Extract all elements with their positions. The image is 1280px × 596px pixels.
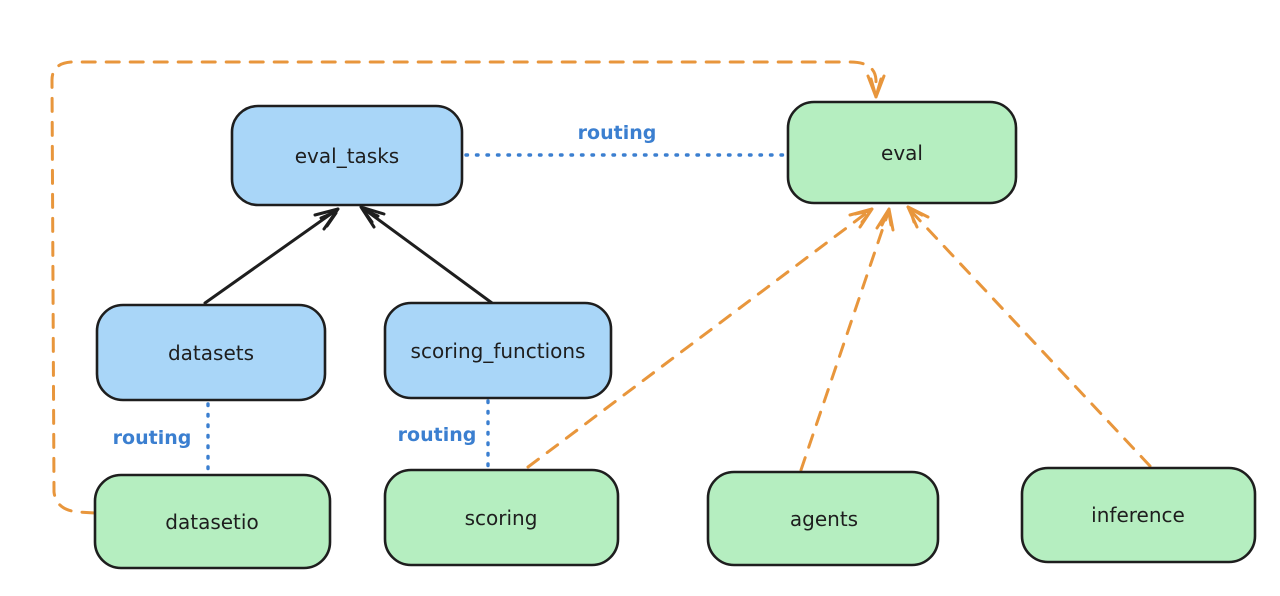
dashed-arrow-agents-to-eval — [799, 211, 890, 472]
arrow-scoring-functions-to-eval-tasks — [362, 207, 494, 305]
node-agents-label: agents — [790, 507, 858, 531]
node-datasets-label: datasets — [168, 341, 254, 365]
node-datasetio: datasetio — [93, 473, 332, 570]
node-scoring-functions: scoring_functions — [383, 301, 613, 400]
node-scoring: scoring — [383, 468, 620, 567]
dashed-arrow-agents-to-eval-arrowhead — [875, 207, 895, 232]
node-scoring-box — [383, 468, 620, 567]
nodes-layer: eval_tasks eval datasets scoring_functio… — [93, 100, 1257, 570]
node-scoring-functions-box — [383, 301, 613, 400]
node-scoring-label: scoring — [465, 506, 538, 530]
node-datasetio-label: datasetio — [165, 510, 258, 534]
arrow-datasets-to-eval-tasks-arrowhead — [313, 207, 340, 231]
node-eval-tasks: eval_tasks — [230, 104, 464, 207]
routing-label-datasets-datasetio: routing — [113, 427, 192, 449]
node-eval-box — [786, 100, 1018, 205]
node-eval-tasks-label: eval_tasks — [295, 144, 399, 168]
node-agents-box — [706, 470, 940, 567]
routing-label-eval-tasks-eval: routing — [578, 122, 657, 144]
dashed-loop-datasetio-to-eval — [50, 60, 878, 515]
node-datasetio-box — [93, 473, 332, 570]
edges-layer: routing routing routing — [50, 60, 1152, 515]
routing-label-scoring-functions-scoring: routing — [398, 424, 477, 446]
dashed-loop-datasetio-to-eval-arrowhead — [866, 74, 886, 99]
node-scoring-functions-label: scoring_functions — [411, 339, 586, 363]
node-eval: eval — [786, 100, 1018, 205]
node-inference-box — [1020, 466, 1257, 564]
dashed-arrow-scoring-to-eval — [526, 209, 871, 469]
node-inference: inference — [1020, 466, 1257, 564]
node-eval-label: eval — [881, 141, 923, 165]
node-datasets: datasets — [95, 303, 327, 402]
dashed-arrow-scoring-to-eval-arrowhead — [848, 207, 874, 229]
arrow-scoring-functions-to-eval-tasks-arrowhead — [359, 205, 386, 229]
node-eval-tasks-box — [230, 104, 464, 207]
dashed-arrow-inference-to-eval — [908, 208, 1152, 468]
node-datasets-box — [95, 303, 327, 402]
dashed-arrow-inference-to-eval-arrowhead — [906, 205, 930, 229]
arrow-datasets-to-eval-tasks — [203, 209, 337, 305]
node-inference-label: inference — [1091, 503, 1185, 527]
node-agents: agents — [706, 470, 940, 567]
